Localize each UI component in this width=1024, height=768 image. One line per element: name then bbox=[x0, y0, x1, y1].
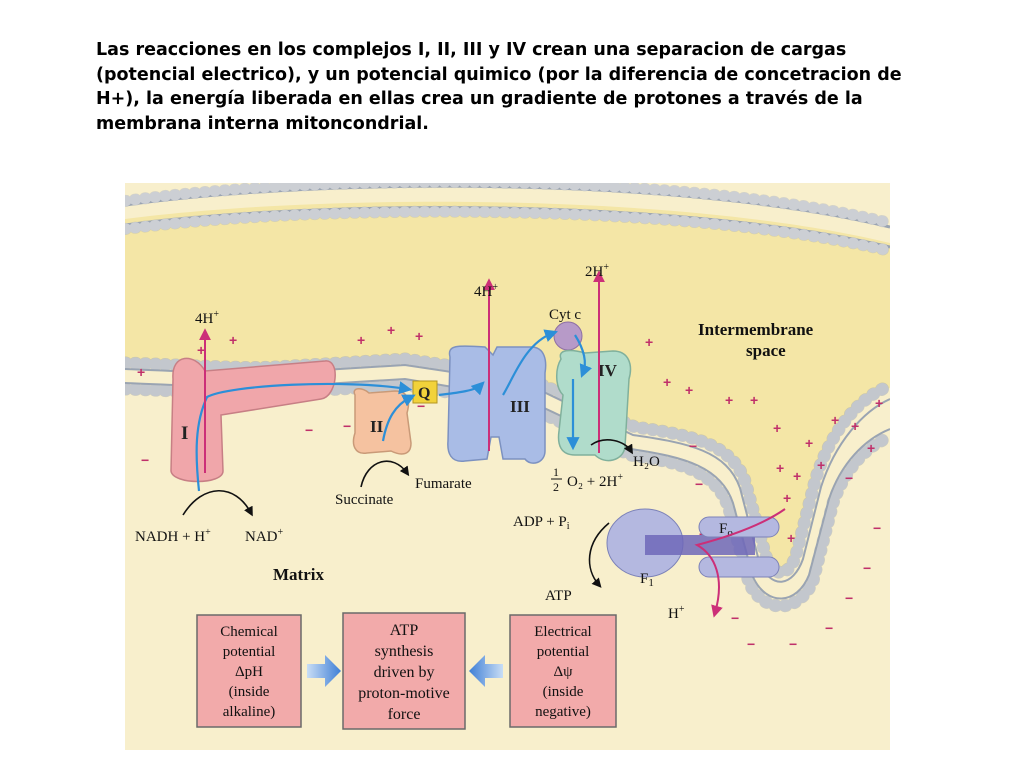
svg-text:+: + bbox=[663, 374, 671, 390]
svg-text:−: − bbox=[863, 560, 871, 576]
nadh-label: NADH + H+ bbox=[135, 527, 211, 545]
f1-label: F1 bbox=[640, 571, 654, 589]
nad-label: NAD+ bbox=[245, 527, 284, 545]
complex-ii-label: II bbox=[370, 417, 384, 436]
svg-text:ΔpH: ΔpH bbox=[235, 664, 263, 680]
complex-iv bbox=[556, 349, 632, 462]
svg-text:+: + bbox=[776, 460, 784, 476]
q-label: Q bbox=[418, 385, 430, 402]
svg-text:(inside: (inside bbox=[229, 684, 270, 700]
cyt-c-label: Cyt c bbox=[549, 307, 581, 323]
h2-label-complex-iv: 2H+ bbox=[585, 262, 609, 280]
h4-label-complex-i: 4H+ bbox=[195, 309, 219, 327]
svg-text:+: + bbox=[197, 342, 205, 358]
svg-text:+: + bbox=[137, 364, 145, 380]
outer-membrane bbox=[125, 183, 890, 257]
oxygen-reaction: 1 2 O₂ + 2H+ bbox=[551, 465, 623, 494]
svg-text:synthesis: synthesis bbox=[375, 643, 434, 660]
complex-ii bbox=[352, 388, 412, 455]
proton-arrows bbox=[199, 270, 786, 618]
svg-text:+: + bbox=[805, 435, 813, 451]
svg-text:force: force bbox=[388, 706, 421, 723]
fo-label: Fo bbox=[719, 521, 733, 539]
svg-text:+: + bbox=[851, 418, 859, 434]
svg-text:+: + bbox=[229, 332, 237, 348]
svg-text:+: + bbox=[817, 457, 825, 473]
svg-text:−: − bbox=[417, 398, 425, 414]
electrical-potential-box: Electrical potential Δψ (inside negative… bbox=[509, 614, 617, 728]
svg-text:+: + bbox=[831, 412, 839, 428]
svg-text:+: + bbox=[750, 392, 758, 408]
svg-text:+: + bbox=[787, 530, 795, 546]
atp-label: ATP bbox=[545, 588, 572, 604]
matrix-label: Matrix bbox=[273, 565, 324, 584]
svg-text:−: − bbox=[747, 636, 755, 652]
svg-text:(inside: (inside bbox=[543, 684, 584, 700]
svg-text:potential: potential bbox=[223, 644, 276, 660]
fumarate-label: Fumarate bbox=[415, 476, 472, 492]
arrow-chemical-to-atp bbox=[307, 655, 341, 687]
arrow-electrical-to-atp bbox=[469, 655, 503, 687]
intermembrane-label-line2: space bbox=[746, 341, 786, 360]
h4-label-complex-iii: 4H+ bbox=[474, 282, 498, 300]
svg-text:+: + bbox=[783, 490, 791, 506]
svg-text:negative): negative) bbox=[535, 704, 591, 720]
complex-iv-label: IV bbox=[598, 361, 618, 380]
svg-text:−: − bbox=[343, 418, 351, 434]
svg-text:−: − bbox=[845, 470, 853, 486]
svg-text:+: + bbox=[415, 328, 423, 344]
svg-text:O₂ + 2H+: O₂ + 2H+ bbox=[567, 472, 623, 490]
intermembrane-space bbox=[125, 201, 890, 575]
electron-transport-diagram: +++ +++ +++ +++ +++ +++ +++ +++ −−− −−− … bbox=[125, 183, 890, 750]
svg-text:−: − bbox=[141, 452, 149, 468]
svg-text:driven by: driven by bbox=[374, 664, 435, 681]
ubiquinone-q bbox=[412, 380, 438, 404]
svg-text:+: + bbox=[357, 332, 365, 348]
svg-text:−: − bbox=[789, 636, 797, 652]
svg-text:Chemical: Chemical bbox=[220, 624, 277, 640]
svg-text:+: + bbox=[387, 322, 395, 338]
svg-text:1: 1 bbox=[553, 465, 559, 479]
complex-i-label: I bbox=[181, 423, 188, 444]
complex-iii-label: III bbox=[510, 397, 530, 416]
electron-flow-arrows bbox=[195, 329, 593, 492]
svg-text:+: + bbox=[773, 420, 781, 436]
svg-text:−: − bbox=[731, 610, 739, 626]
svg-text:Electrical: Electrical bbox=[534, 624, 591, 640]
svg-text:+: + bbox=[867, 440, 875, 456]
h-label-atp-synthase: H+ bbox=[668, 604, 685, 622]
svg-text:alkaline): alkaline) bbox=[223, 704, 275, 720]
svg-text:−: − bbox=[845, 590, 853, 606]
svg-text:Δψ: Δψ bbox=[553, 664, 573, 680]
svg-text:+: + bbox=[725, 392, 733, 408]
cytochrome-c bbox=[553, 321, 583, 351]
adp-label: ADP + Pi bbox=[513, 514, 570, 532]
svg-text:+: + bbox=[645, 334, 653, 350]
svg-text:+: + bbox=[685, 382, 693, 398]
svg-text:proton-motive: proton-motive bbox=[358, 685, 450, 702]
svg-text:ATP: ATP bbox=[390, 622, 419, 639]
svg-text:+: + bbox=[875, 395, 883, 411]
caption-text: Las reacciones en los complejos I, II, I… bbox=[96, 40, 902, 134]
atp-synthesis-box: ATP synthesis driven by proton-motive fo… bbox=[342, 612, 466, 730]
reaction-arrows bbox=[182, 439, 633, 588]
complex-iii bbox=[447, 345, 547, 464]
svg-text:−: − bbox=[825, 620, 833, 636]
svg-text:−: − bbox=[305, 422, 313, 438]
svg-text:−: − bbox=[873, 520, 881, 536]
succinate-label: Succinate bbox=[335, 492, 394, 508]
h2o-label: H₂O bbox=[633, 454, 660, 470]
svg-text:potential: potential bbox=[537, 644, 590, 660]
svg-text:−: − bbox=[689, 438, 697, 454]
svg-text:+: + bbox=[793, 468, 801, 484]
svg-text:2: 2 bbox=[553, 480, 559, 494]
chemical-potential-box: Chemical potential ΔpH (inside alkaline) bbox=[196, 614, 302, 728]
intermembrane-label-line1: Intermembrane bbox=[698, 320, 814, 339]
svg-text:−: − bbox=[695, 476, 703, 492]
